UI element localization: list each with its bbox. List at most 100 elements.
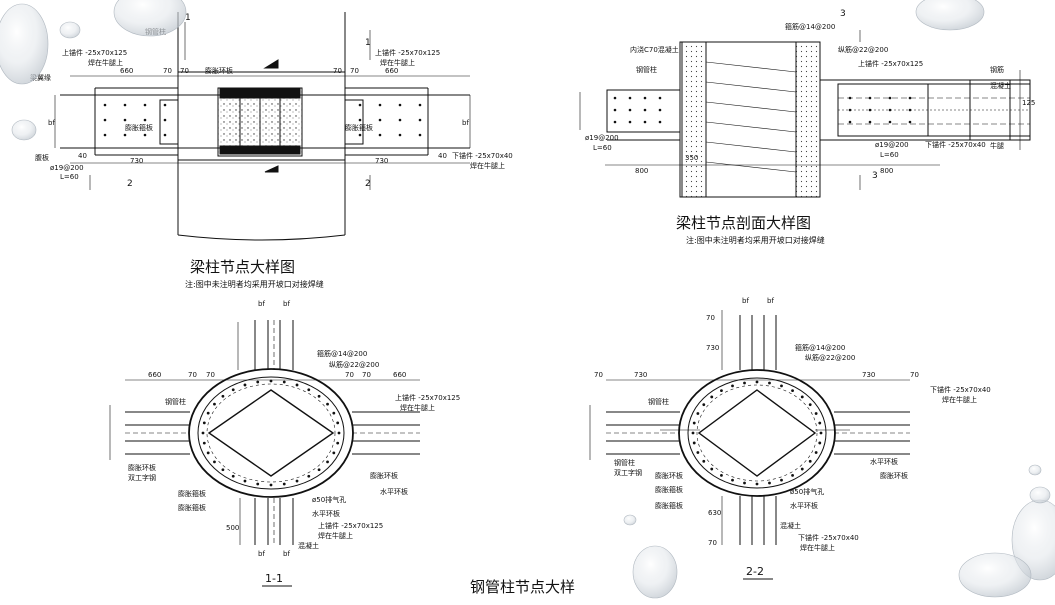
rebar-dot <box>163 133 167 137</box>
rebar-dot <box>201 431 205 435</box>
rebar-dot <box>231 388 235 392</box>
rebar-dot <box>337 431 341 435</box>
rebar-dot <box>378 133 382 137</box>
label-horizontal-ring-2: 水平环板 <box>790 501 818 510</box>
rebar-dot <box>643 96 647 100</box>
rebar-dot <box>710 395 714 399</box>
label-L60-s2: L=60 <box>880 151 899 159</box>
label-weld-left: 焊在牛腿上 <box>88 58 123 67</box>
dim-70-1a: 70 <box>188 371 197 379</box>
label-weld-1b: 焊在牛腿上 <box>318 531 353 540</box>
rebar-dot <box>658 108 662 112</box>
dim-660-right: 660 <box>385 67 398 75</box>
rebar-dot <box>307 388 311 392</box>
rebar-dot <box>202 421 206 425</box>
label-ring-seam-1: 膨胀箍板 <box>178 489 206 498</box>
rebar-dot <box>398 103 402 107</box>
label-vent-1: ø50排气孔 <box>312 495 346 504</box>
rebar-dot <box>221 394 225 398</box>
rebar-dot <box>868 108 872 112</box>
dim-660-1a: 660 <box>148 371 161 379</box>
rebar-dot <box>696 412 700 415</box>
rebar-dot <box>628 96 632 100</box>
dim-800-right: 800 <box>880 167 893 175</box>
dim-730-2c: 730 <box>862 371 875 379</box>
dim-125: 125 <box>1022 99 1035 107</box>
label-mesh-2: 混凝土 <box>780 521 801 530</box>
dim-bf-1b: bf <box>283 300 290 308</box>
dim-40-left: 40 <box>78 152 87 160</box>
rebar-dot <box>163 103 167 107</box>
label-ring-plate: 膨胀环板 <box>205 66 233 75</box>
dim-730-2a: 730 <box>706 344 719 352</box>
label-weld-2b: 焊在牛腿上 <box>800 543 835 552</box>
dim-bf-left: bf <box>48 119 55 127</box>
rebar-dot <box>103 118 107 122</box>
rebar-dot <box>243 383 247 387</box>
label-upper-anchor-left: 上锚件 -25x70x125 <box>62 48 127 57</box>
rebar-dot <box>202 441 206 445</box>
dim-350-a: 350 <box>685 154 698 162</box>
label-weld-2: 焊在牛腿上 <box>942 395 977 404</box>
dim-660-1b: 660 <box>393 371 406 379</box>
rebar-dot <box>696 451 700 454</box>
label-weld-1: 焊在牛腿上 <box>400 403 435 412</box>
rebar-dot <box>808 403 812 407</box>
rebar-dot <box>358 118 362 122</box>
label-ring-seam: 膨胀箍板 <box>125 123 153 132</box>
plan-bolt-group <box>103 103 422 137</box>
rebar-dot <box>269 483 273 487</box>
rebar-dot <box>755 380 759 384</box>
dim-500-1: 500 <box>226 524 239 532</box>
dim-70-d: 70 <box>350 67 359 75</box>
rebar-dot <box>326 460 329 464</box>
rebar-dot <box>269 379 273 383</box>
pipe-joint-2-2 <box>589 310 910 545</box>
rebar-dot <box>103 103 107 107</box>
rebar-dot <box>818 421 822 425</box>
marker-1-topb: 1 <box>185 13 191 23</box>
label-stirrup-1: 箍筋@14@200 <box>317 349 367 358</box>
rebar-dot <box>720 389 723 392</box>
label-bolt-s2: ø19@200 <box>875 141 909 149</box>
rebar-dot <box>418 133 422 137</box>
dim-70-2b: 70 <box>594 371 603 379</box>
rebar-dot <box>243 479 247 483</box>
beam-column-title: 梁柱节点大样图 <box>190 258 295 276</box>
rebar-dot <box>710 467 714 471</box>
label-double-i-2: 双工字钢 <box>614 468 642 477</box>
rebar-dot <box>231 474 235 478</box>
label-ring-plate-2b: 膨胀环板 <box>880 471 908 480</box>
rebar-dot <box>613 120 617 124</box>
rebar-dot <box>768 381 771 385</box>
label-stirrup-s: 箍筋@14@200 <box>785 22 835 31</box>
label-lower-anchor-2b: 下锚件 -25x70x40 <box>798 533 859 542</box>
rebar-dot <box>643 120 647 124</box>
dim-70-1c: 70 <box>345 371 354 379</box>
label-lower-anchor-2: 下锚件 -25x70x40 <box>930 385 991 394</box>
rebar-dot <box>702 403 706 407</box>
rebar-dot <box>221 468 225 472</box>
label-ring-seam-right: 膨胀箍板 <box>345 123 373 132</box>
rebar-dot <box>123 133 127 137</box>
pipe1-rebar-dots <box>201 379 341 487</box>
label-stirrup-2: 箍筋@14@200 <box>795 343 845 352</box>
rebar-dot <box>378 118 382 122</box>
rebar-dot <box>317 468 321 472</box>
label-weld-lower: 焊在牛腿上 <box>470 161 505 170</box>
marker-2-left: 2 <box>127 179 133 189</box>
dim-70-1b: 70 <box>206 371 215 379</box>
rebar-dot <box>613 96 617 100</box>
dim-70-c: 70 <box>333 67 342 75</box>
rebar-dot <box>808 459 812 463</box>
label-mesh-1: 混凝土 <box>298 541 319 550</box>
label-horizontal-ring-2b: 水平环板 <box>870 457 898 466</box>
label-ring-seam-2: 膨胀箍板 <box>655 485 683 494</box>
dim-40-right: 40 <box>438 152 447 160</box>
label-ring-plate-1: 膨胀环板 <box>128 463 156 472</box>
rebar-dot <box>213 402 216 406</box>
rebar-dot <box>743 381 746 385</box>
rebar-dot <box>848 108 852 112</box>
